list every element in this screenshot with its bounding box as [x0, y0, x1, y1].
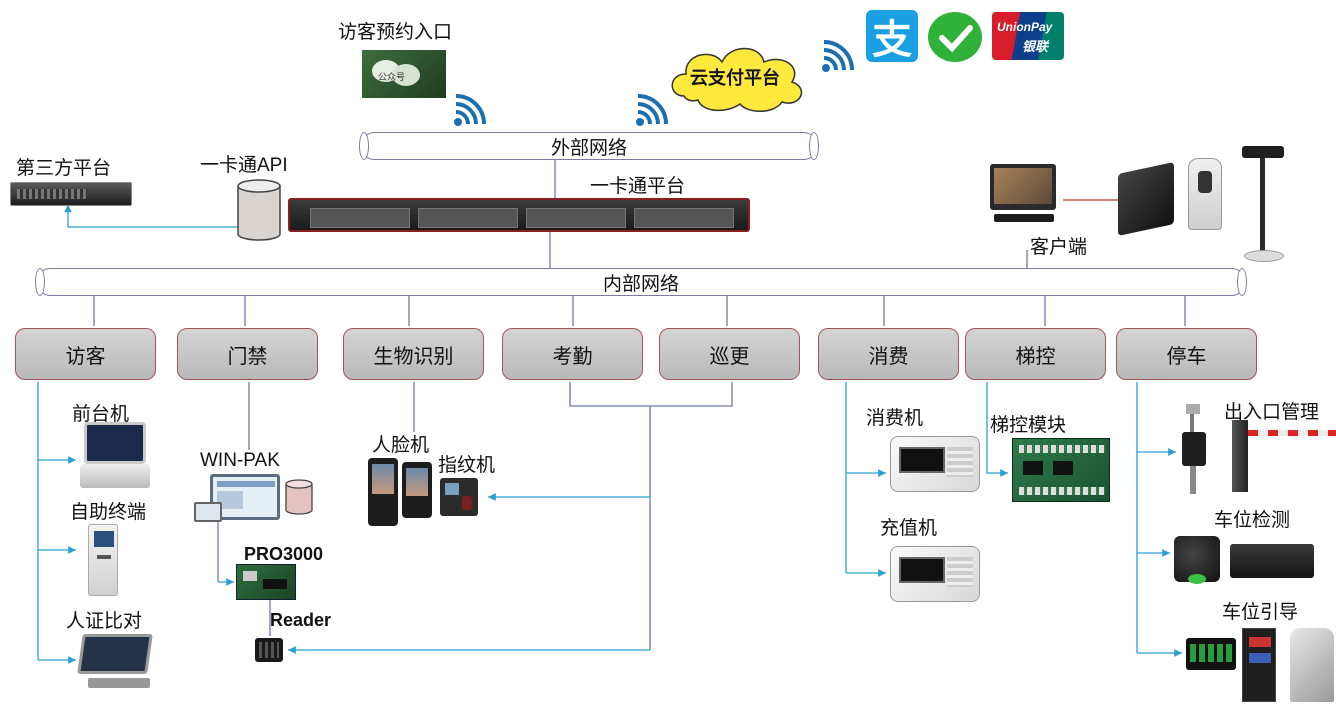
subsystem-biometrics[interactable]: 生物识别	[343, 328, 484, 380]
biometric-device-label: 指纹机	[438, 455, 496, 476]
database-icon	[237, 179, 281, 241]
unionpay-icon: UnionPay 银联	[992, 12, 1064, 60]
third-party-server	[10, 182, 132, 206]
unionpay-cn-text: 银联	[1022, 39, 1049, 54]
alipay-icon: 支	[866, 10, 918, 62]
self-service-kiosk	[88, 524, 118, 596]
subsystem-consumption[interactable]: 消费	[818, 328, 959, 380]
parking-device-label: 车位检测	[1214, 510, 1291, 531]
third-party-label: 第三方平台	[16, 158, 112, 179]
subsystem-patrol[interactable]: 巡更	[659, 328, 800, 380]
internal-network: 内部网络	[35, 268, 1247, 296]
winpak-label: WIN-PAK	[200, 450, 280, 471]
subsystem-elevator[interactable]: 梯控	[965, 328, 1106, 380]
gate-camera-pole	[1180, 404, 1220, 496]
consumption-device-label: 充值机	[880, 518, 938, 539]
client-label: 客户端	[1030, 237, 1088, 258]
id-verification-terminal	[77, 634, 153, 692]
visitor-device-label: 人证比对	[66, 611, 143, 632]
subsystem-label: 生物识别	[373, 345, 454, 368]
card-reader	[255, 638, 283, 662]
space-detector	[1174, 536, 1220, 584]
parking-device-label: 车位引导	[1222, 602, 1299, 623]
pos-terminal	[890, 436, 980, 492]
client-monitor	[990, 164, 1056, 210]
wechat-pay-icon	[928, 12, 982, 62]
wifi-icon	[636, 94, 668, 126]
consumption-device-label: 消费机	[866, 408, 924, 429]
client-keyboard	[994, 214, 1054, 222]
subsystem-parking[interactable]: 停车	[1116, 328, 1257, 380]
space-sensor-box	[1230, 544, 1314, 578]
elevator-module-label: 梯控模块	[990, 415, 1067, 436]
pro3000-label: PRO3000	[244, 544, 324, 564]
wifi-icon	[822, 40, 854, 72]
recharge-terminal	[890, 546, 980, 602]
platform-server	[288, 198, 750, 232]
cloud-icon	[671, 47, 803, 112]
fingerprint-terminal	[440, 478, 478, 516]
wifi-icon	[454, 94, 486, 126]
pro3000-controller	[236, 564, 296, 600]
subsystem-access-control[interactable]: 门禁	[177, 328, 318, 380]
guidance-sign	[1290, 628, 1334, 702]
platform-label: 一卡通平台	[590, 176, 686, 197]
subsystem-label: 巡更	[709, 345, 750, 368]
database-icon	[285, 479, 313, 515]
subsystem-label: 门禁	[227, 345, 268, 368]
winpak-monitor	[210, 474, 280, 520]
reader-label: Reader	[270, 610, 332, 630]
subsystem-label: 考勤	[552, 345, 593, 368]
visitor-device-label: 自助终端	[70, 502, 147, 523]
fingerprint-enroll-device	[1188, 158, 1222, 230]
winpak-tablet	[194, 502, 222, 522]
guidance-screen	[1242, 628, 1276, 702]
wechat-official-account-image: 公众号	[362, 50, 446, 98]
camera-stand	[1240, 146, 1288, 266]
subsystem-attendance[interactable]: 考勤	[502, 328, 643, 380]
biometric-device-label: 人脸机	[372, 435, 430, 456]
face-recognition-terminal	[368, 458, 398, 526]
internal-network-label: 内部网络	[602, 273, 679, 295]
cloud-pay-label: 云支付平台	[690, 68, 780, 88]
unionpay-text: UnionPay	[997, 20, 1053, 34]
check-icon	[939, 25, 973, 53]
front-desk-terminal	[80, 422, 150, 488]
wechat-account-text: 公众号	[378, 72, 406, 82]
guidance-display	[1186, 638, 1236, 670]
face-recognition-terminal	[402, 462, 432, 518]
card-dispenser	[1118, 162, 1174, 236]
visitor-entry-label: 访客预约入口	[338, 22, 453, 43]
api-label: 一卡通API	[200, 155, 288, 176]
alipay-glyph: 支	[872, 18, 912, 62]
barrier-gate	[1232, 420, 1336, 494]
visitor-device-label: 前台机	[72, 404, 130, 425]
subsystem-visitor[interactable]: 访客	[15, 328, 156, 380]
subsystem-label: 访客	[65, 345, 106, 368]
external-network-label: 外部网络	[550, 137, 627, 159]
subsystem-label: 消费	[868, 345, 909, 368]
subsystem-label: 梯控	[1015, 345, 1056, 368]
subsystem-label: 停车	[1166, 345, 1207, 368]
parking-device-label: 出入口管理	[1224, 402, 1320, 423]
elevator-control-board	[1012, 438, 1110, 502]
external-network: 外部网络	[359, 132, 819, 160]
